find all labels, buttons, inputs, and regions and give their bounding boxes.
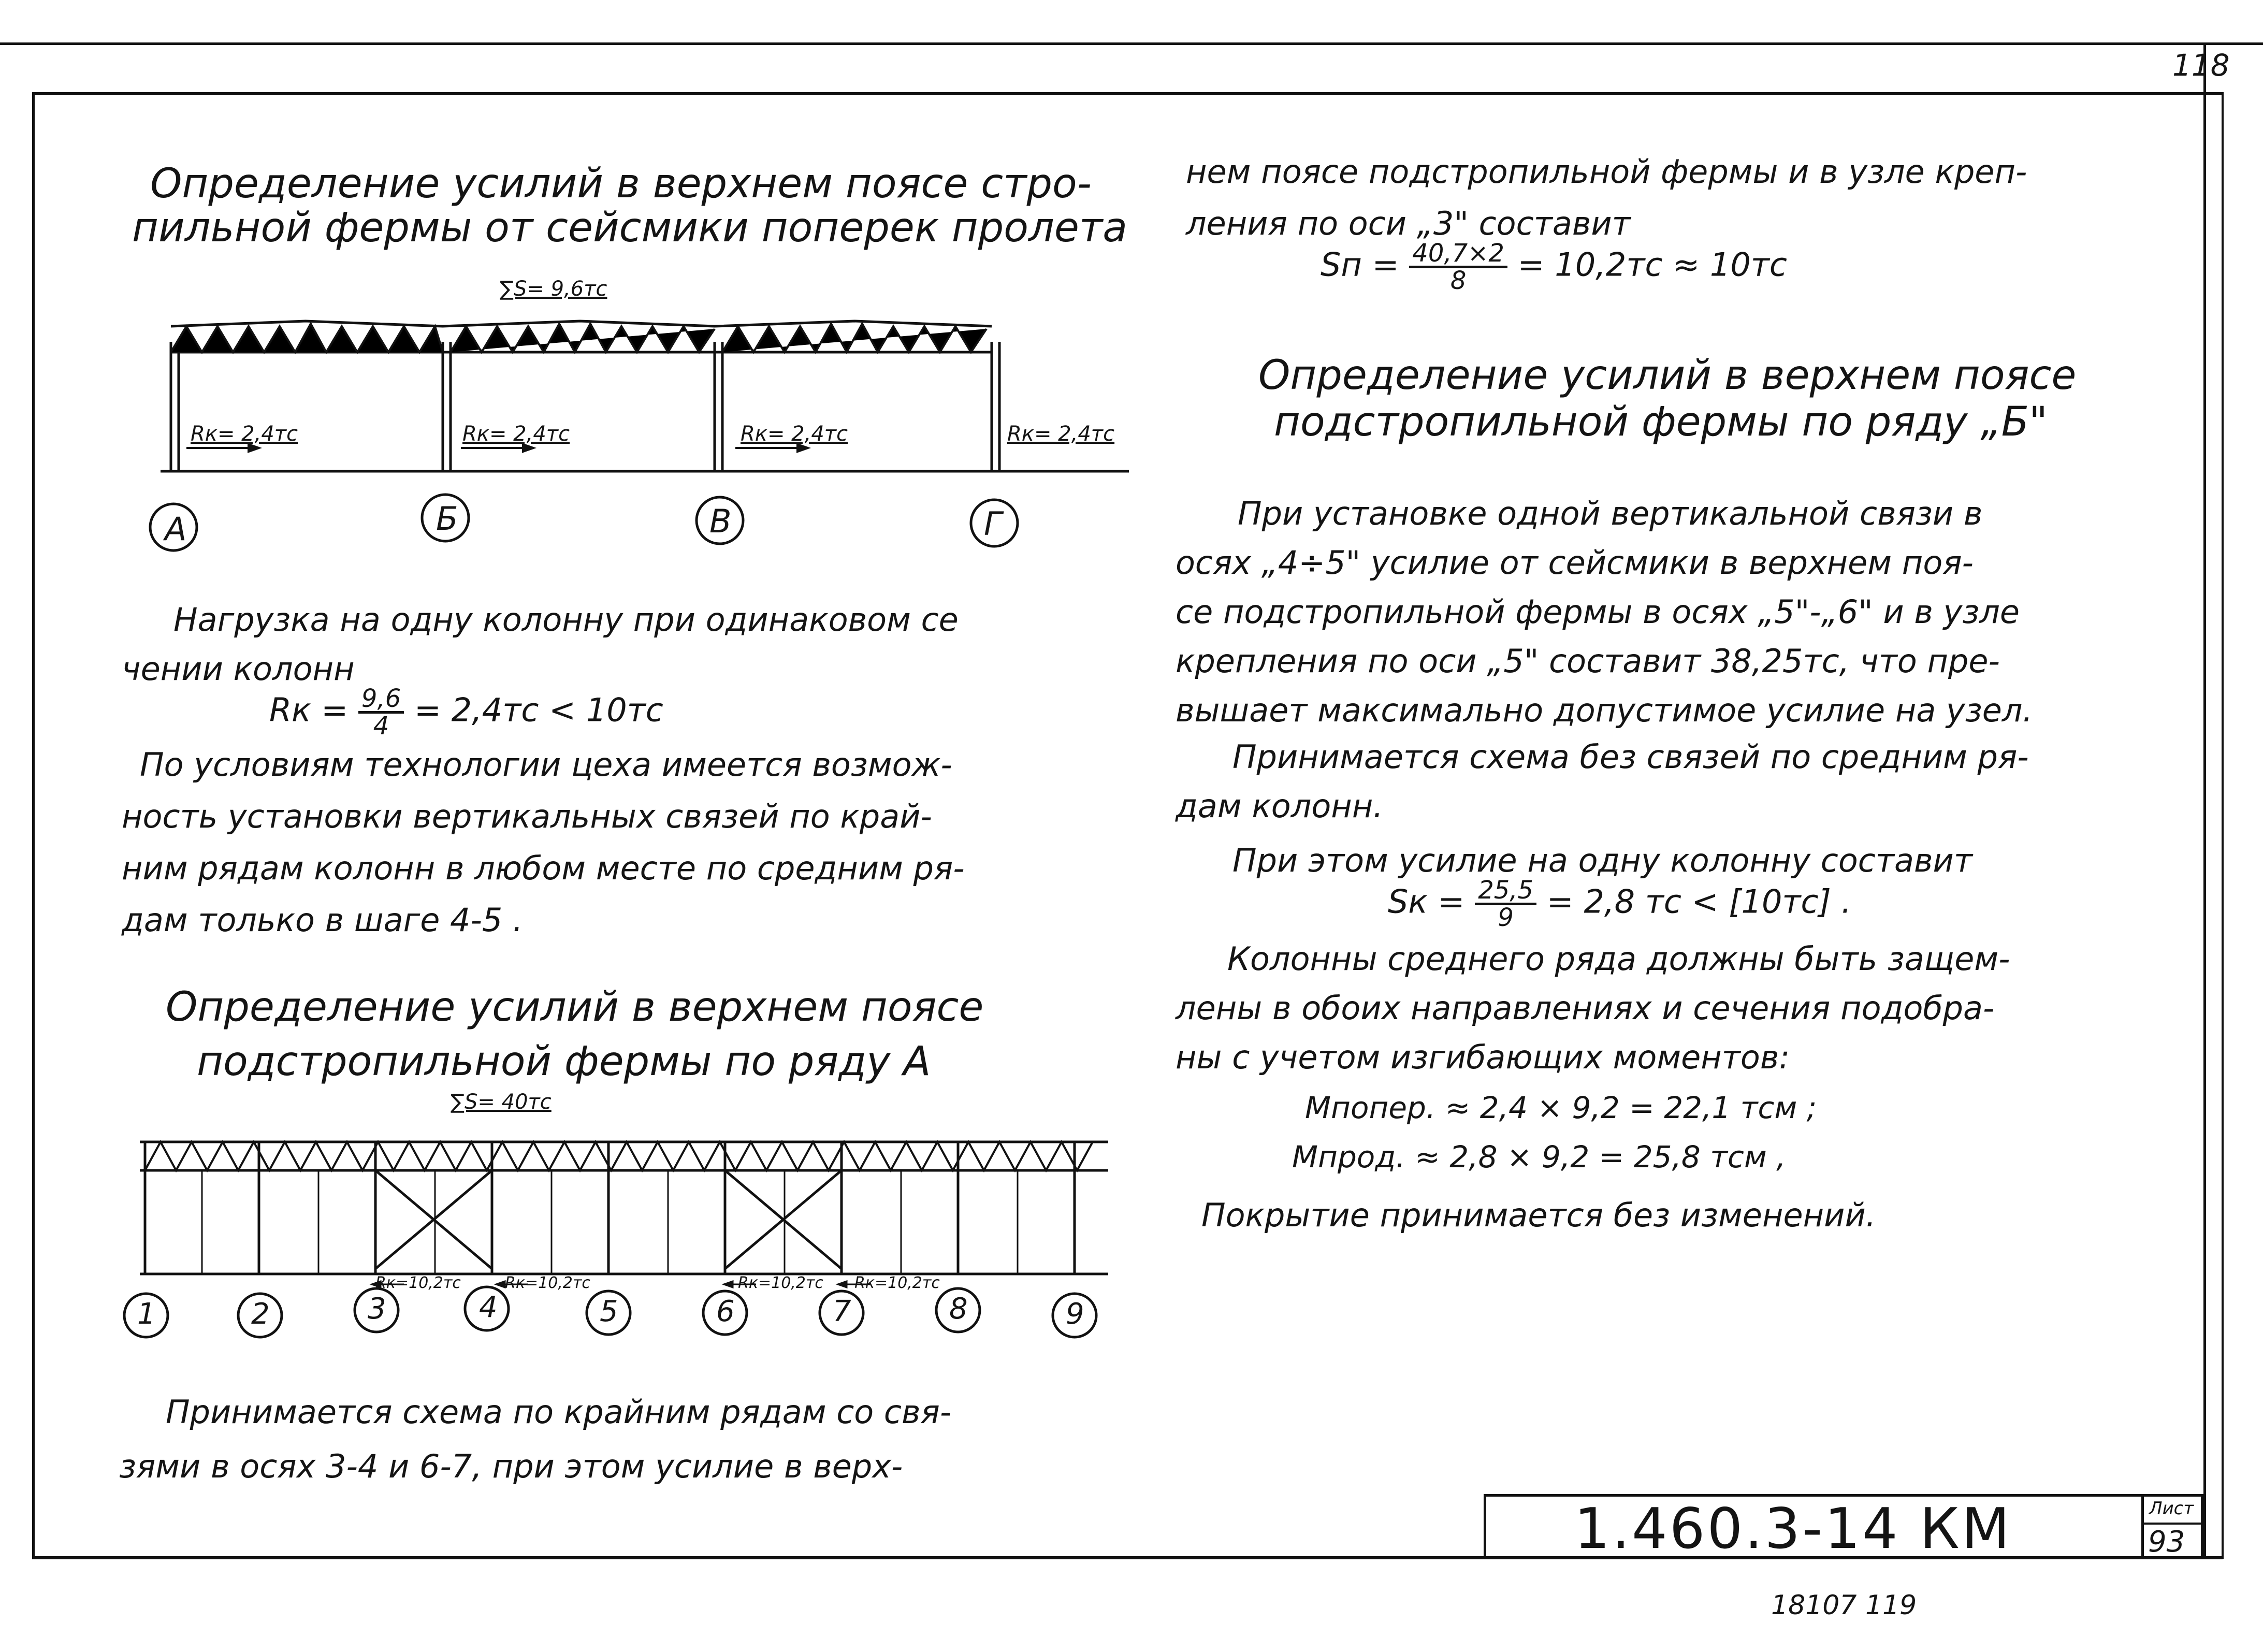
rk2-label-2: Rк=10,2тс — [505, 1274, 590, 1292]
para-5-line-1: Принимается схема без связей по средним … — [1232, 738, 2029, 776]
para-2-line-4: дам только в шаге 4-5 . — [122, 901, 523, 939]
heading-1-line-2: пильной фермы от сейсмики поперек пролет… — [132, 205, 1128, 251]
document-code: 1.460.3-14 КМ — [1574, 1497, 2012, 1561]
axis-5: 5 — [600, 1295, 618, 1328]
page-number-top: 118 — [2172, 48, 2230, 83]
para-7-line-2: лены в обоих направлениях и сечения подо… — [1176, 989, 1995, 1027]
heading-3-line-2: подстропильной фермы по ряду „Б" — [1274, 399, 2048, 445]
rk2-label-1: Rк=10,2тс — [375, 1274, 461, 1292]
sheet-number: 93 — [2148, 1525, 2185, 1559]
frame-top — [32, 92, 2223, 95]
diagram-truss-span — [149, 320, 1129, 552]
heading-2-line-1: Определение усилий в верхнем поясе — [166, 984, 984, 1031]
top-rule — [0, 42, 2263, 45]
para-7-line-1: Колонны среднего ряда должны быть защем- — [1227, 940, 2010, 978]
para-8: Покрытие принимается без изменений. — [1201, 1196, 1876, 1234]
para-3-line-2: зями в осях 3-4 и 6-7, при этом усилие в… — [119, 1447, 903, 1485]
para-4-line-4: крепления по оси „5" составит 38,25тс, ч… — [1176, 642, 2000, 680]
axis-6: 6 — [716, 1295, 735, 1328]
rk2-label-3: Rк=10,2тс — [738, 1274, 823, 1292]
para-1-line-2: чении колонн — [122, 650, 355, 688]
sheet-label: Лист — [2149, 1498, 2194, 1519]
para-5-line-2: дам колонн. — [1176, 787, 1384, 825]
axis-label-b: Б — [436, 500, 458, 538]
para-2-line-3: ним рядам колонн в любом месте по средни… — [122, 849, 965, 887]
axis-label-a: А — [165, 510, 187, 548]
heading-2-line-2: подстропильной фермы по ряду А — [197, 1038, 931, 1085]
para-top-line-2: ления по оси „3" составит — [1186, 205, 1631, 242]
para-2-line-2: ность установки вертикальных связей по к… — [122, 798, 932, 835]
rk-label-4: Rк= 2,4тс — [1007, 422, 1115, 446]
para-2-line-1: По условиям технологии цеха имеется возм… — [140, 746, 952, 784]
heading-3-line-1: Определение усилий в верхнем поясе — [1258, 352, 2077, 399]
heading-1-line-1: Определение усилий в верхнем поясе стро- — [150, 161, 1092, 207]
axis-4: 4 — [479, 1291, 498, 1324]
para-4-line-5: вышает максимально допустимое усилие на … — [1176, 691, 2033, 729]
axis-9: 9 — [1066, 1297, 1084, 1331]
para-3-line-1: Принимается схема по крайним рядам со св… — [166, 1393, 952, 1431]
axis-8: 8 — [949, 1292, 968, 1326]
axis-label-g: Г — [984, 505, 1002, 543]
title-block-sheet-divider — [2141, 1523, 2203, 1525]
sum-force-1: ∑S= 9,6тс — [500, 277, 607, 301]
title-block-divider — [2141, 1494, 2144, 1559]
axis-2: 2 — [251, 1297, 270, 1331]
sum-force-2: ∑S= 40тс — [451, 1090, 552, 1114]
frame-right — [2203, 42, 2206, 1559]
axis-1: 1 — [137, 1297, 156, 1331]
para-4-line-2: осях „4÷5" усилие от сейсмики в верхнем … — [1176, 544, 1974, 582]
para-6: При этом усилие на одну колонну составит — [1232, 842, 1972, 879]
rk-label-1: Rк= 2,4тс — [191, 422, 298, 446]
axis-label-v: В — [709, 502, 732, 540]
moment-transverse: Mпопер. ≈ 2,4 × 9,2 = 22,1 тсм ; — [1305, 1090, 1817, 1125]
frame-right-outer — [2222, 92, 2224, 1559]
para-4-line-3: се подстропильной фермы в осях „5"-„6" и… — [1176, 593, 2020, 631]
para-4-line-1: При установке одной вертикальной связи в — [1238, 495, 1983, 532]
frame-bottom — [32, 1556, 2223, 1559]
para-7-line-3: ны с учетом изгибающих моментов: — [1176, 1038, 1790, 1076]
para-top-line-1: нем поясе подстропильной фермы и в узле … — [1186, 153, 2027, 191]
axis-3: 3 — [368, 1292, 386, 1326]
rk2-label-4: Rк=10,2тс — [854, 1274, 940, 1292]
para-1-line-1: Нагрузка на одну колонну при одинаковом … — [173, 601, 959, 639]
moment-longitudinal: Mпрод. ≈ 2,8 × 9,2 = 25,8 тсм , — [1292, 1139, 1786, 1175]
diagram-truss-row-a — [123, 1139, 1108, 1339]
title-block — [1484, 1494, 2203, 1559]
axis-7: 7 — [833, 1295, 851, 1328]
bottom-numbers: 18107 119 — [1771, 1590, 1917, 1621]
rk-label-2: Rк= 2,4тс — [462, 422, 570, 446]
frame-left — [32, 92, 35, 1559]
rk-label-3: Rк= 2,4тс — [741, 422, 848, 446]
